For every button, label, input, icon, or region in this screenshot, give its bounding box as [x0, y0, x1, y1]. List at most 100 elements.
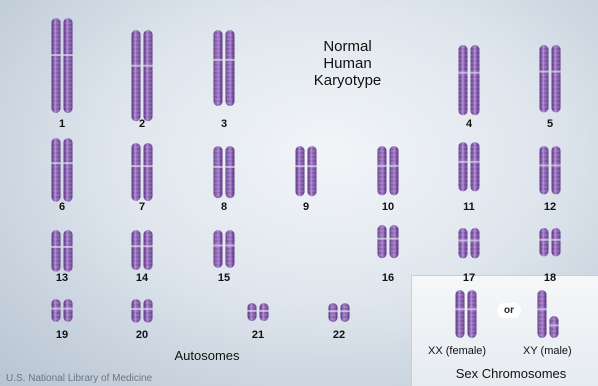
chromosome-pair-16-centromere-1: [377, 238, 387, 240]
chromosome-label-11: 11: [449, 201, 489, 213]
chromosome-pair-11: [458, 142, 480, 191]
chromosome-pair-17-centromere-1: [458, 240, 468, 242]
chromosome-pair-7: [131, 143, 153, 201]
chromosome-pair-17-chromatid-2-texture: [471, 228, 480, 258]
chromosome-pair-14-chromatid-1-texture: [132, 230, 141, 270]
or-badge: or: [497, 303, 521, 318]
chromosome-label-7: 7: [122, 201, 162, 213]
chromosome-pair-15-centromere-1: [213, 244, 223, 246]
chromosome-pair-3-centromere-2: [225, 59, 235, 61]
chromosome-pair-13-chromatid-2-texture: [64, 230, 73, 272]
female-label: XX (female): [428, 345, 486, 357]
chromosome-pair-4-chromatid-1-texture: [459, 45, 468, 115]
chromosome-pair-18-chromatid-1-texture: [540, 228, 549, 257]
chromosome-pair-4-centromere-2: [470, 72, 480, 74]
chromosome-pair-15-chromatid-1-texture: [214, 230, 223, 268]
chromosome-label-20: 20: [122, 329, 162, 341]
chromosome-pair-13-centromere-1: [51, 246, 61, 248]
chromosome-label-19: 19: [42, 329, 82, 341]
chromosome-pair-15-centromere-2: [225, 244, 235, 246]
chromosome-pair-6: [51, 138, 73, 202]
chromosome-pair-20-chromatid-1-texture: [132, 299, 141, 323]
chromosome-pair-2: [131, 30, 153, 121]
chromosome-label-12: 12: [530, 201, 570, 213]
chromosome-pair-7-centromere-1: [131, 165, 141, 167]
chromosome-pair-17-centromere-2: [470, 240, 480, 242]
chromosome-pair-19-chromatid-1-texture: [52, 299, 61, 322]
chromosome-pair-8-centromere-1: [213, 166, 223, 168]
chromosome-label-17: 17: [449, 272, 489, 284]
sex-pair-xy-chromatid-2-texture: [550, 316, 559, 338]
chromosome-pair-3-chromatid-1-texture: [214, 30, 223, 106]
chromosome-label-15: 15: [204, 272, 244, 284]
sex-pair-xy-centromere-1: [537, 308, 547, 310]
chromosome-pair-9: [295, 146, 317, 196]
chromosome-pair-8-chromatid-2-texture: [226, 146, 235, 198]
chromosome-label-18: 18: [530, 272, 570, 284]
chromosome-pair-16-chromatid-1-texture: [378, 225, 387, 258]
chromosome-pair-19-chromatid-2-texture: [64, 299, 73, 322]
chromosome-pair-16: [377, 225, 399, 258]
chromosome-pair-1-chromatid-1-texture: [52, 18, 61, 113]
chromosome-pair-10-chromatid-1-texture: [378, 146, 387, 195]
chromosome-pair-18-centromere-2: [551, 239, 561, 241]
chromosome-label-13: 13: [42, 272, 82, 284]
sex-pair-xx-centromere-2: [467, 308, 477, 310]
chromosome-pair-22-chromatid-2-texture: [341, 303, 350, 322]
chromosome-pair-8-centromere-2: [225, 166, 235, 168]
male-label: XY (male): [523, 345, 572, 357]
chromosome-pair-5-centromere-1: [539, 71, 549, 73]
chromosome-label-4: 4: [449, 118, 489, 130]
chromosome-pair-21-centromere-1: [247, 310, 257, 312]
chromosome-pair-18-centromere-1: [539, 239, 549, 241]
chromosome-pair-16-centromere-2: [389, 238, 399, 240]
chromosome-pair-12-centromere-2: [551, 164, 561, 166]
chromosome-pair-20-centromere-1: [131, 308, 141, 310]
chromosome-pair-2-centromere-1: [131, 65, 141, 67]
chromosome-pair-12: [539, 146, 561, 194]
figure-title: NormalHumanKaryotype: [290, 38, 405, 89]
chromosome-pair-4-chromatid-2-texture: [471, 45, 480, 115]
chromosome-label-21: 21: [238, 329, 278, 341]
chromosome-pair-2-chromatid-2-texture: [144, 30, 153, 121]
chromosome-pair-3: [213, 30, 235, 106]
chromosome-pair-9-centromere-1: [295, 165, 305, 167]
chromosome-pair-11-chromatid-2-texture: [471, 142, 480, 191]
sex-pair-xy: [537, 290, 559, 338]
chromosome-pair-21: [247, 303, 269, 321]
sex-pair-xx-centromere-1: [455, 308, 465, 310]
chromosome-pair-2-centromere-2: [143, 65, 153, 67]
chromosome-pair-15: [213, 230, 235, 268]
chromosome-pair-20-centromere-2: [143, 308, 153, 310]
chromosome-pair-5-chromatid-2-texture: [552, 45, 561, 112]
chromosome-label-1: 1: [42, 118, 82, 130]
chromosome-pair-22-centromere-1: [328, 310, 338, 312]
chromosome-pair-3-centromere-1: [213, 59, 223, 61]
chromosome-pair-5: [539, 45, 561, 112]
chromosome-pair-21-chromatid-1-texture: [248, 303, 257, 321]
chromosome-pair-4: [458, 45, 480, 115]
sex-pair-xx-chromatid-2-texture: [468, 290, 477, 338]
chromosome-pair-9-chromatid-1-texture: [296, 146, 305, 196]
chromosome-label-16: 16: [368, 272, 408, 284]
chromosome-pair-7-centromere-2: [143, 165, 153, 167]
chromosome-pair-14-centromere-1: [131, 245, 141, 247]
chromosome-pair-16-chromatid-2-texture: [390, 225, 399, 258]
chromosome-pair-22-chromatid-1-texture: [329, 303, 338, 322]
chromosome-pair-3-chromatid-2-texture: [226, 30, 235, 106]
chromosome-pair-11-chromatid-1-texture: [459, 142, 468, 191]
chromosome-pair-19: [51, 299, 73, 322]
chromosome-pair-18-chromatid-2-texture: [552, 228, 561, 257]
chromosome-pair-11-centromere-2: [470, 161, 480, 163]
chromosome-pair-14-centromere-2: [143, 245, 153, 247]
chromosome-pair-10: [377, 146, 399, 195]
chromosome-pair-12-centromere-1: [539, 164, 549, 166]
chromosome-label-10: 10: [368, 201, 408, 213]
chromosome-pair-14: [131, 230, 153, 270]
chromosome-label-9: 9: [286, 201, 326, 213]
autosomes-label: Autosomes: [152, 348, 262, 363]
chromosome-pair-11-centromere-1: [458, 161, 468, 163]
chromosome-pair-17: [458, 228, 480, 258]
sex-pair-xx: [455, 290, 477, 338]
